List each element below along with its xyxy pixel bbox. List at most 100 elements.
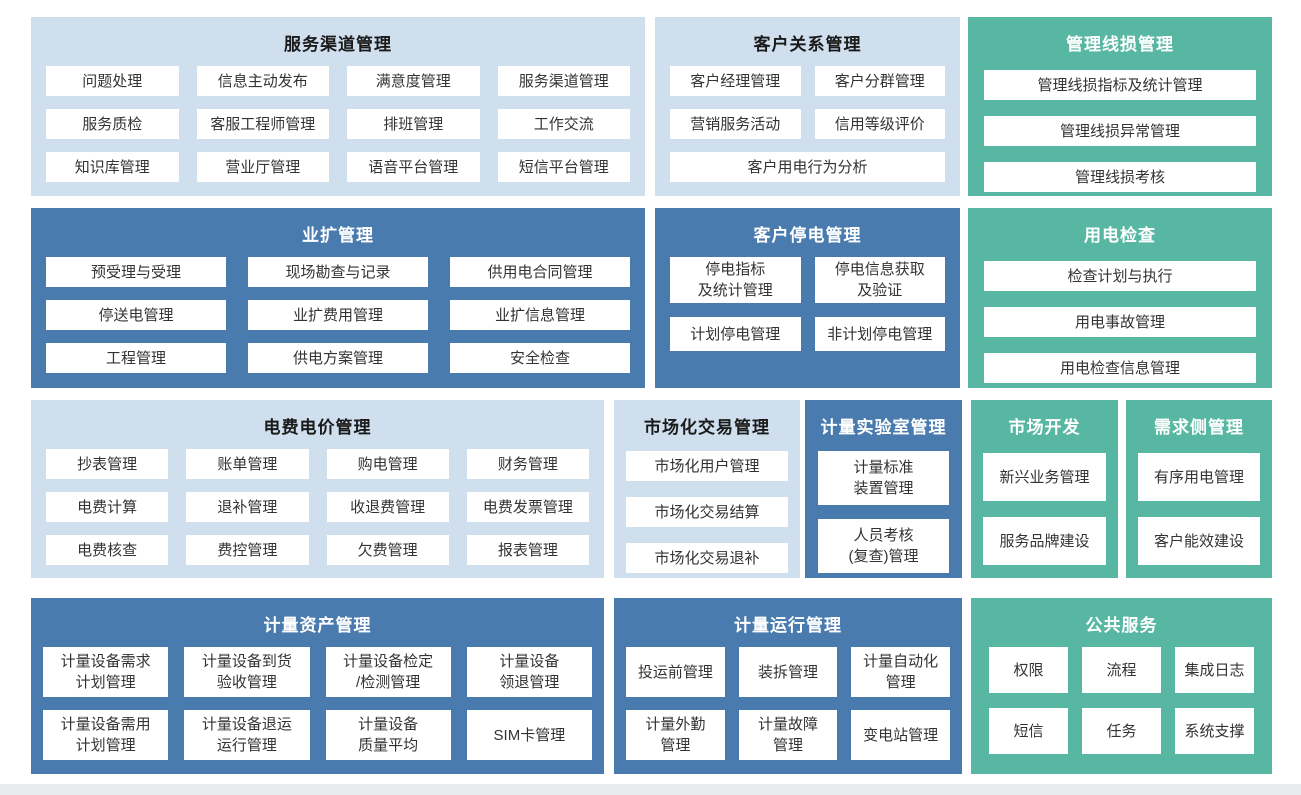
metering-asset-item-0[interactable]: 计量设备需求 计划管理 [43,647,169,697]
power-inspection-item-2[interactable]: 用电检查信息管理 [984,353,1256,383]
market-trade-item-0[interactable]: 市场化用户管理 [626,451,788,481]
public-service-item-4[interactable]: 任务 [1082,708,1161,754]
public-service-title: 公共服务 [1085,616,1158,635]
public-service-item-5[interactable]: 系统支撑 [1175,708,1254,754]
panel-power-inspection: 用电检查检查计划与执行用电事故管理用电检查信息管理 [968,208,1272,388]
business-expansion-item-4[interactable]: 业扩费用管理 [248,300,428,330]
service-channel-items: 问题处理信息主动发布满意度管理服务渠道管理服务质检客服工程师管理排班管理工作交流… [31,66,645,197]
customer-outage-item-1[interactable]: 停电信息获取 及验证 [814,257,945,303]
line-loss-item-0[interactable]: 管理线损指标及统计管理 [984,70,1256,100]
customer-relation-item-0[interactable]: 客户经理管理 [670,66,801,96]
public-service-item-3[interactable]: 短信 [989,708,1068,754]
line-loss-item-1[interactable]: 管理线损异常管理 [984,116,1256,146]
customer-outage-item-3[interactable]: 非计划停电管理 [814,317,945,351]
metering-asset-item-1[interactable]: 计量设备到货 验收管理 [184,647,310,697]
business-expansion-title: 业扩管理 [302,226,374,245]
public-service-item-0[interactable]: 权限 [989,647,1068,693]
service-channel-item-11[interactable]: 短信平台管理 [497,152,630,182]
tariff-item-4[interactable]: 电费计算 [46,492,169,522]
panel-customer-outage: 客户停电管理停电指标 及统计管理停电信息获取 及验证计划停电管理非计划停电管理 [655,208,960,388]
customer-relation-item-3[interactable]: 信用等级评价 [814,109,945,139]
tariff-items: 抄表管理账单管理购电管理财务管理电费计算退补管理收退费管理电费发票管理电费核查费… [31,449,604,580]
line-loss-item-2[interactable]: 管理线损考核 [984,162,1256,192]
demand-side-items: 有序用电管理客户能效建设 [1126,449,1272,579]
panel-service-channel: 服务渠道管理问题处理信息主动发布满意度管理服务渠道管理服务质检客服工程师管理排班… [31,17,645,196]
metering-operation-item-4[interactable]: 计量故障 管理 [738,710,838,760]
tariff-item-11[interactable]: 报表管理 [466,535,589,565]
tariff-item-5[interactable]: 退补管理 [186,492,309,522]
business-expansion-item-8[interactable]: 安全检查 [450,343,630,373]
customer-relation-item-1[interactable]: 客户分群管理 [814,66,945,96]
business-expansion-item-1[interactable]: 现场勘查与记录 [248,257,428,287]
power-inspection-item-0[interactable]: 检查计划与执行 [984,261,1256,291]
business-expansion-items: 预受理与受理现场勘查与记录供用电合同管理停送电管理业扩费用管理业扩信息管理工程管… [31,257,645,388]
service-channel-item-2[interactable]: 满意度管理 [347,66,480,96]
tariff-item-10[interactable]: 欠费管理 [326,535,449,565]
public-service-item-2[interactable]: 集成日志 [1175,647,1254,693]
customer-relation-item-4[interactable]: 客户用电行为分析 [670,152,945,182]
service-channel-item-7[interactable]: 工作交流 [497,109,630,139]
metering-operation-title: 计量运行管理 [734,616,842,635]
footer-band [0,784,1301,795]
panel-metering-operation: 计量运行管理投运前管理装拆管理计量自动化 管理计量外勤 管理计量故障 管理变电站… [614,598,962,774]
market-trade-item-1[interactable]: 市场化交易结算 [626,497,788,527]
service-channel-item-6[interactable]: 排班管理 [347,109,480,139]
public-service-items: 权限流程集成日志短信任务系统支撑 [971,647,1272,774]
demand-side-item-0[interactable]: 有序用电管理 [1138,453,1260,501]
demand-side-title: 需求侧管理 [1154,418,1244,437]
service-channel-item-4[interactable]: 服务质检 [46,109,179,139]
service-channel-item-3[interactable]: 服务渠道管理 [497,66,630,96]
power-inspection-item-1[interactable]: 用电事故管理 [984,307,1256,337]
tariff-item-1[interactable]: 账单管理 [186,449,309,479]
business-expansion-item-2[interactable]: 供用电合同管理 [450,257,630,287]
customer-outage-items: 停电指标 及统计管理停电信息获取 及验证计划停电管理非计划停电管理 [655,257,960,388]
line-loss-items: 管理线损指标及统计管理管理线损异常管理管理线损考核 [968,66,1272,208]
metering-asset-item-6[interactable]: 计量设备 质量平均 [325,710,451,760]
metering-asset-item-4[interactable]: 计量设备需用 计划管理 [43,710,169,760]
tariff-item-9[interactable]: 费控管理 [186,535,309,565]
service-channel-item-8[interactable]: 知识库管理 [46,152,179,182]
public-service-item-1[interactable]: 流程 [1082,647,1161,693]
customer-outage-item-0[interactable]: 停电指标 及统计管理 [670,257,801,303]
tariff-item-0[interactable]: 抄表管理 [46,449,169,479]
service-channel-item-0[interactable]: 问题处理 [46,66,179,96]
metering-operation-item-1[interactable]: 装拆管理 [738,647,838,697]
metering-asset-item-5[interactable]: 计量设备退运 运行管理 [184,710,310,760]
service-channel-item-10[interactable]: 语音平台管理 [347,152,480,182]
market-dev-item-0[interactable]: 新兴业务管理 [983,453,1106,501]
panel-market-dev: 市场开发新兴业务管理服务品牌建设 [971,400,1118,578]
business-expansion-item-7[interactable]: 供电方案管理 [248,343,428,373]
tariff-title: 电费电价管理 [263,418,372,437]
panel-tariff: 电费电价管理抄表管理账单管理购电管理财务管理电费计算退补管理收退费管理电费发票管… [31,400,604,578]
tariff-item-7[interactable]: 电费发票管理 [466,492,589,522]
metering-operation-item-0[interactable]: 投运前管理 [626,647,725,697]
metering-operation-item-3[interactable]: 计量外勤 管理 [626,710,725,760]
tariff-item-3[interactable]: 财务管理 [466,449,589,479]
tariff-item-2[interactable]: 购电管理 [326,449,449,479]
metering-operation-item-5[interactable]: 变电站管理 [851,710,950,760]
metering-lab-item-1[interactable]: 人员考核 (复查)管理 [818,519,949,573]
metering-asset-item-7[interactable]: SIM卡管理 [466,710,592,760]
business-expansion-item-0[interactable]: 预受理与受理 [46,257,226,287]
metering-asset-item-2[interactable]: 计量设备检定 /检测管理 [325,647,451,697]
panel-line-loss: 管理线损管理管理线损指标及统计管理管理线损异常管理管理线损考核 [968,17,1272,196]
service-channel-item-1[interactable]: 信息主动发布 [196,66,329,96]
power-inspection-items: 检查计划与执行用电事故管理用电检查信息管理 [968,257,1272,399]
tariff-item-8[interactable]: 电费核查 [46,535,169,565]
metering-operation-item-2[interactable]: 计量自动化 管理 [851,647,950,697]
business-expansion-item-3[interactable]: 停送电管理 [46,300,226,330]
metering-lab-item-0[interactable]: 计量标准 装置管理 [818,451,949,505]
metering-asset-item-3[interactable]: 计量设备 领退管理 [466,647,592,697]
business-expansion-item-6[interactable]: 工程管理 [46,343,226,373]
service-channel-item-9[interactable]: 营业厅管理 [196,152,329,182]
customer-outage-item-2[interactable]: 计划停电管理 [670,317,801,351]
customer-relation-item-2[interactable]: 营销服务活动 [670,109,801,139]
service-channel-item-5[interactable]: 客服工程师管理 [196,109,329,139]
market-dev-item-1[interactable]: 服务品牌建设 [983,517,1106,565]
tariff-item-6[interactable]: 收退费管理 [326,492,449,522]
metering-lab-items: 计量标准 装置管理人员考核 (复查)管理 [805,449,962,587]
demand-side-item-1[interactable]: 客户能效建设 [1138,517,1260,565]
business-expansion-item-5[interactable]: 业扩信息管理 [450,300,630,330]
market-trade-item-2[interactable]: 市场化交易退补 [626,543,788,573]
